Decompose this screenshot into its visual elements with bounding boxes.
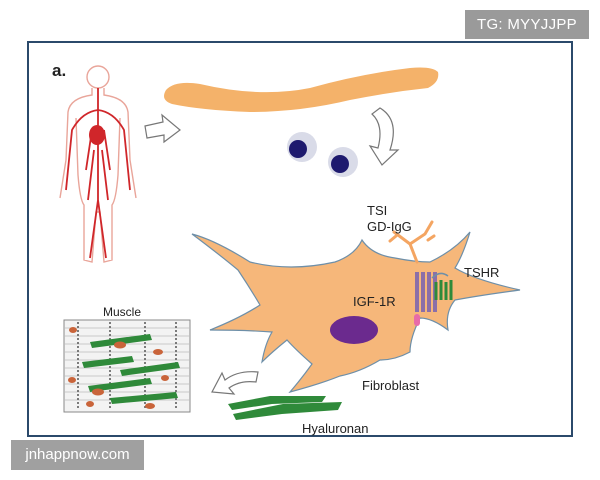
blood-vessel bbox=[164, 67, 439, 112]
hyaluronan-strands bbox=[228, 396, 342, 420]
label-tsi: TSI bbox=[367, 203, 388, 218]
label-hyaluronan: Hyaluronan bbox=[302, 421, 369, 436]
arrow-fibroblast-to-muscle-icon bbox=[211, 371, 259, 395]
label-fibroblast: Fibroblast bbox=[362, 378, 420, 393]
arrow-body-to-vessel-icon bbox=[144, 113, 181, 144]
fibroblast-cell bbox=[191, 231, 521, 394]
tshr-receptor-icon bbox=[431, 272, 453, 300]
immune-cells bbox=[287, 132, 358, 177]
antibody-icon bbox=[388, 220, 436, 264]
label-igf1r: IGF-1R bbox=[353, 294, 396, 309]
watermark-top: TG: MYYJJPP bbox=[465, 10, 589, 39]
arrow-vessel-to-cells-icon bbox=[368, 107, 400, 166]
label-tshr: TSHR bbox=[464, 265, 500, 280]
panel-letter: a. bbox=[52, 61, 67, 80]
label-muscle: Muscle bbox=[103, 305, 142, 319]
watermark-bottom: jnhappnow.com bbox=[11, 440, 144, 470]
label-gd-igg: GD-IgG bbox=[367, 219, 412, 234]
muscle-tissue bbox=[63, 319, 191, 413]
human-body-illustration bbox=[59, 65, 137, 263]
cell-nucleus bbox=[330, 316, 378, 344]
